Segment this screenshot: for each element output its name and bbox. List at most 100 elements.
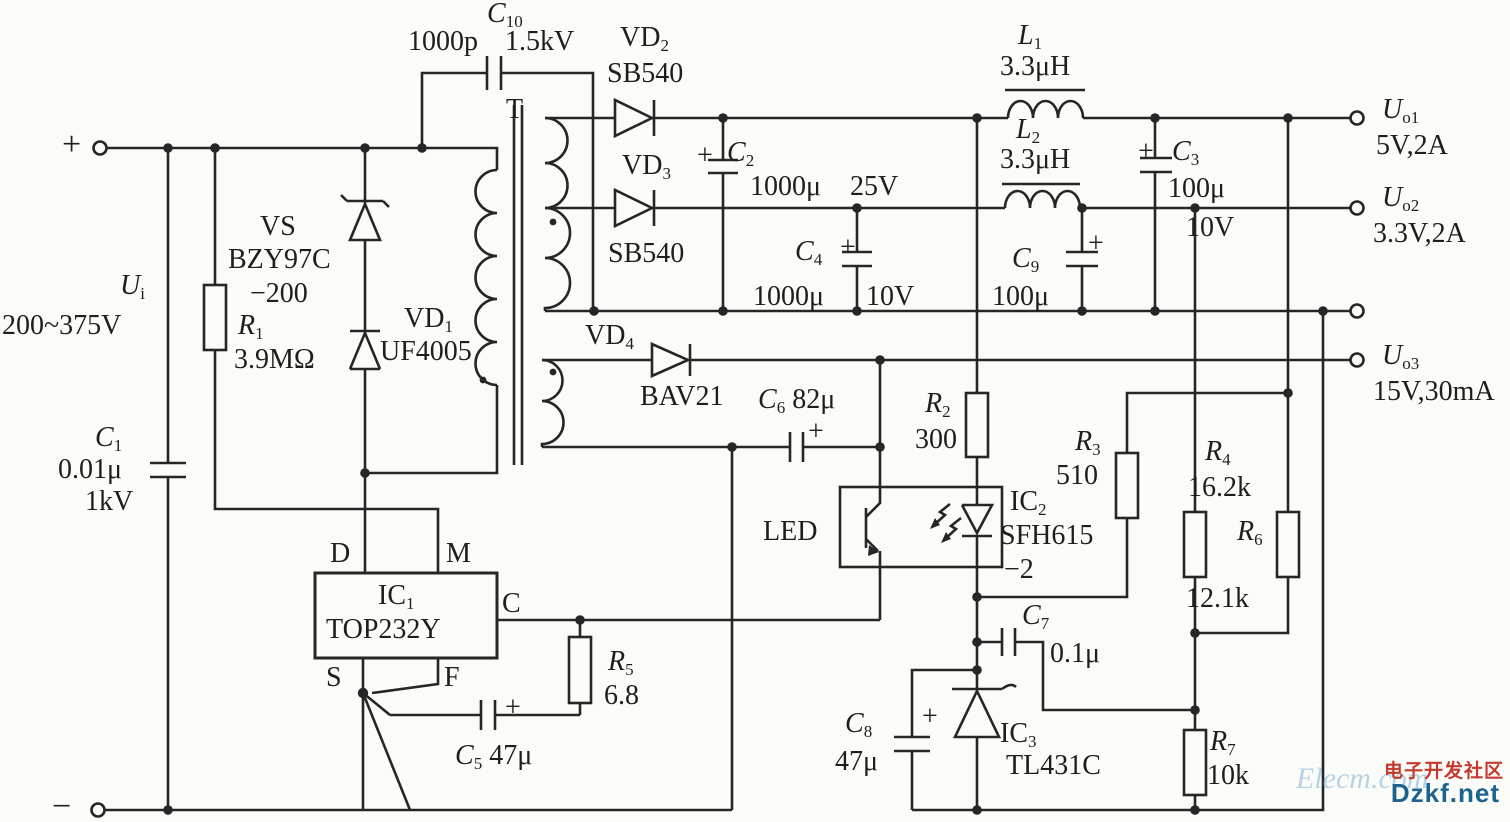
label-c1-rating: 1kV [85,486,134,517]
label-vd3: VD3 [622,150,671,183]
terminal-uo2 [1349,200,1365,216]
label-c4-value: 1000μ [753,281,825,312]
label-ic2: IC2 [1010,486,1047,519]
label-r1: R1 [238,310,264,343]
watermark-site-text: Dzkf.net [1390,778,1500,808]
rail-15v [542,341,1350,379]
label-c2-value: 1000μ [750,171,822,202]
label-c3: C3 [1172,136,1200,169]
label-r3-value: 510 [1056,460,1098,491]
capacitor-c3 [1140,118,1172,311]
label-c8: C8 [845,708,873,741]
watermark-cn-text: 电子开发社区 [1383,761,1504,782]
label-c10-rating: 1.5kV [505,26,575,57]
terminal-uo1 [1349,110,1365,126]
label-l1: L1 [1018,20,1043,53]
label-vd4: VD4 [585,320,634,353]
label-r6: R6 [1237,516,1263,549]
watermark: Elecm.com 电子开发社区 Dzkf.net [1296,750,1506,820]
label-c3-plus: + [1138,136,1154,167]
rail-3v3 [545,182,1350,229]
label-c7: C7 [1022,600,1050,633]
resistor-r2 [964,118,990,487]
capacitor-c7 [977,628,1195,712]
zener-vs [340,148,390,242]
label-c8-value: 47μ [835,746,879,777]
resistor-r4-r7 [1182,208,1208,810]
capacitor-c5 [390,700,580,730]
label-pin-d: D [330,538,351,569]
label-c3-value: 100μ [1168,173,1226,204]
label-c10: C10 [487,0,523,31]
minus-terminal-label: − [52,788,72,822]
label-vd1-part: UF4005 [380,336,472,367]
label-c2-plus: + [697,140,713,171]
input-rails [105,146,732,812]
label-pin-m: M [446,538,471,569]
label-transformer: T [506,94,524,125]
label-r3: R3 [1075,426,1101,459]
label-ic2-suffix: −2 [1004,554,1034,585]
label-uo1-value: 5V,2A [1376,130,1448,161]
label-l1-value: 3.3μH [1000,51,1071,82]
label-led: LED [763,516,818,547]
terminal-common [1349,303,1365,319]
label-c1: C1 [95,422,123,455]
label-ic3: IC3 [1000,718,1037,751]
plus-terminal-label: + [62,126,82,163]
label-uo2: Uo2 [1382,182,1420,215]
watermark-ghost-text: Elecm.com [1296,762,1429,795]
label-r7-value: 10k [1207,760,1249,791]
label-r4: R4 [1205,436,1231,469]
label-r4-value: 16.2k [1188,472,1251,503]
label-c10-value: 1000p [408,26,478,57]
capacitor-c2 [708,118,738,311]
label-c3-rating: 10V [1186,212,1235,243]
label-vd3-part: SB540 [608,238,685,269]
capacitor-c4 [842,208,872,311]
capacitor-c9 [1066,208,1098,311]
terminals [90,110,1365,818]
label-c9-plus: + [1088,228,1104,259]
label-uo3-value: 15V,30mA [1373,376,1495,407]
rail-5v [545,88,1350,139]
label-uo1: Uo1 [1382,94,1420,127]
label-ui-range: 200~375V [2,310,122,341]
label-c2-rating: 25V [850,171,899,202]
terminal-plus [92,140,108,156]
label-c4: C4 [795,236,823,269]
diode-vd1 [348,240,382,573]
label-vd1: VD1 [404,303,453,336]
label-c1-value: 0.01μ [58,454,123,485]
clamp-return-wire [365,385,499,475]
label-r5: R5 [608,646,634,679]
ic1-top232y [313,571,880,811]
resistor-r5 [567,620,593,715]
label-r5-value: 6.8 [604,680,639,711]
junction-dots [163,113,1328,815]
label-uo2-value: 3.3V,2A [1373,218,1466,249]
capacitor-c8 [894,311,1325,812]
label-r2: R2 [925,388,951,421]
capacitor-c10 [420,56,595,311]
label-c9-value: 100μ [992,281,1050,312]
label-c6: C6 82μ [758,384,836,417]
label-ic3-part: TL431C [1006,750,1101,781]
label-vd4-part: BAV21 [640,381,724,412]
label-c8-plus: + [922,701,938,732]
label-vs-suffix: −200 [250,278,308,309]
label-ic2-part: SFH615 [1000,520,1094,551]
label-vd2-part: SB540 [607,58,684,89]
label-pin-c: C [502,588,521,619]
label-vd2: VD2 [620,22,669,55]
label-l2-value: 3.3μH [1000,144,1071,175]
label-uo3: Uo3 [1382,340,1420,373]
label-pin-s: S [326,662,342,693]
label-vs-part: BZY97C [228,244,331,275]
label-c6-plus: + [808,416,824,447]
label-c5-plus: + [505,692,521,723]
label-vs: VS [260,211,296,242]
label-l2: L2 [1016,114,1041,147]
label-ic1-part: TOP232Y [326,614,441,645]
